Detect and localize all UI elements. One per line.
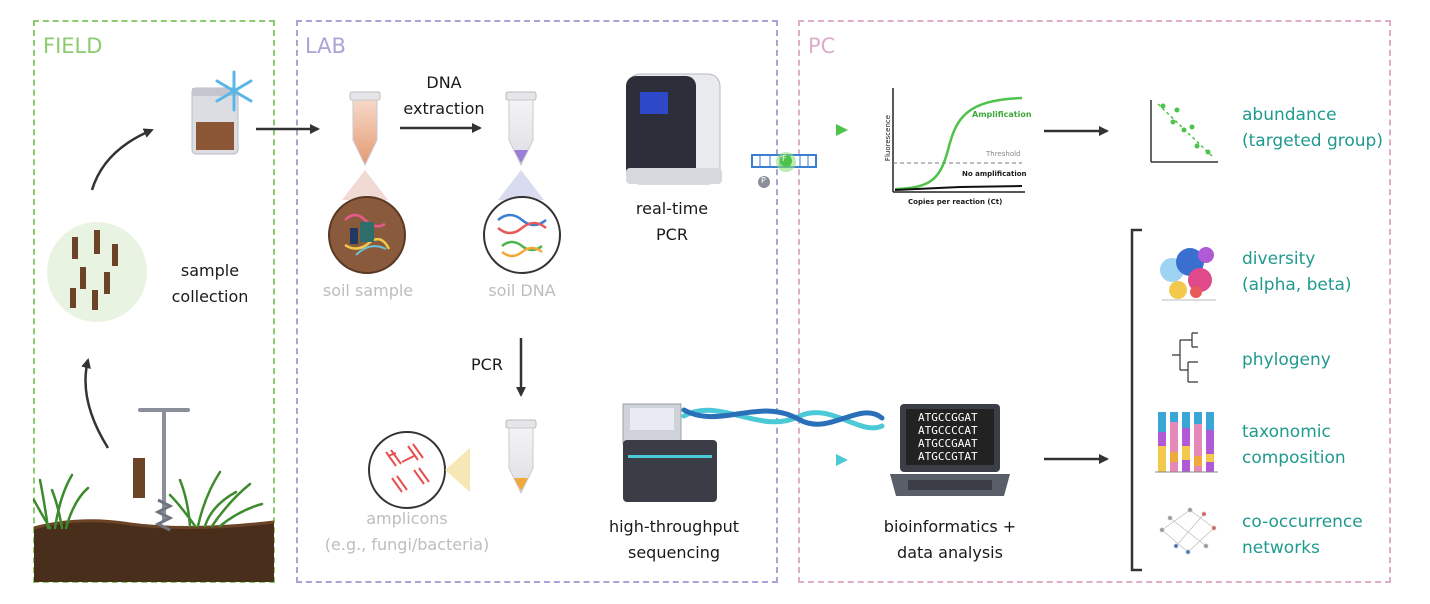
curved-arrow-up bbox=[81, 358, 110, 449]
soil-corer-icon bbox=[133, 408, 190, 532]
laptop-icon bbox=[890, 404, 1010, 496]
pcr-label: PCR bbox=[471, 355, 503, 374]
network-icon bbox=[1159, 507, 1217, 555]
frozen-sample-bag-icon bbox=[191, 87, 239, 155]
qpcr-chart bbox=[892, 88, 1025, 193]
no-amplification-curve bbox=[894, 185, 1023, 191]
phylogeny-label: phylogeny bbox=[1242, 350, 1331, 370]
phylogeny-tree-icon bbox=[1172, 332, 1198, 383]
cone-amplicons bbox=[445, 448, 470, 492]
soil-ground-icon bbox=[33, 519, 275, 582]
pc-panel bbox=[798, 20, 1391, 583]
pc-title: PC bbox=[808, 34, 836, 58]
soil-sample-label: soil sample bbox=[322, 281, 414, 300]
tube-soil-icon bbox=[349, 91, 381, 167]
amplicons-label: amplicons(e.g., fungi/bacteria) bbox=[324, 509, 490, 554]
soil-sample-circle-icon bbox=[328, 196, 406, 274]
abundance-label: abundance(targeted group) bbox=[1242, 105, 1383, 151]
lab-title: LAB bbox=[305, 34, 346, 58]
tube-dna-icon bbox=[505, 91, 537, 167]
output-bracket bbox=[1130, 228, 1142, 572]
probe-f-label: F bbox=[782, 154, 787, 163]
curved-arrow-up-2 bbox=[90, 128, 154, 191]
qpcr-xlabel: Copies per reaction (Ct) bbox=[908, 198, 1003, 206]
amplification-curve bbox=[894, 96, 1023, 191]
dna-helix-icon bbox=[681, 407, 885, 431]
threshold-label: Threshold bbox=[986, 150, 1021, 158]
taqman-probe-icon bbox=[751, 152, 817, 188]
amplification-label: Amplification bbox=[972, 110, 1032, 119]
soil-dna-circle-icon bbox=[483, 196, 561, 274]
sample-cores-icon bbox=[47, 222, 147, 322]
cone-soil bbox=[342, 170, 388, 200]
snowflake-icon bbox=[215, 70, 253, 112]
diversity-cluster-icon bbox=[1160, 247, 1216, 301]
field-title: FIELD bbox=[43, 34, 103, 58]
bioinformatics-label: bioinformatics +data analysis bbox=[883, 517, 1017, 562]
no-amplification-label: No amplification bbox=[962, 170, 1027, 178]
grass-icon bbox=[32, 470, 264, 530]
lab-panel bbox=[296, 20, 778, 583]
tube-amplicons-icon bbox=[505, 419, 537, 495]
taxonomic-bars-icon bbox=[1155, 412, 1218, 473]
probe-p-label: P bbox=[761, 176, 766, 185]
abundance-plot-icon bbox=[1150, 100, 1218, 163]
diversity-label: diversity(alpha, beta) bbox=[1242, 249, 1352, 295]
sequencer-machine-icon bbox=[622, 403, 717, 502]
qpcr-ylabel: Fluorescence bbox=[884, 114, 892, 162]
soil-dna-label: soil DNA bbox=[488, 281, 556, 300]
cone-dna bbox=[498, 170, 544, 200]
amplicons-circle-icon bbox=[368, 431, 446, 509]
